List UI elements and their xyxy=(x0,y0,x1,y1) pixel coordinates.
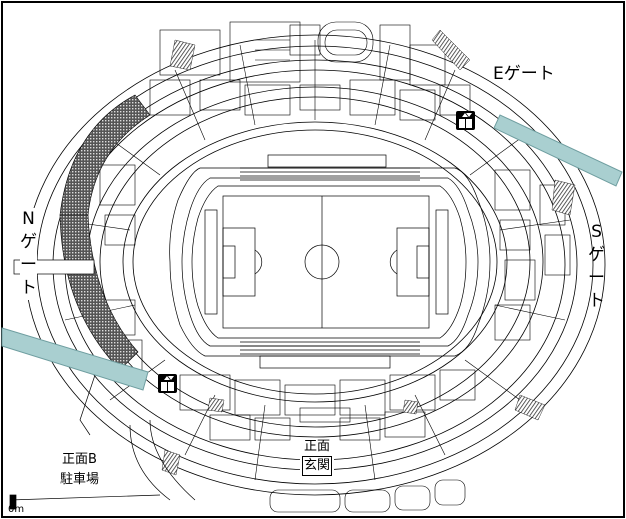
e-gate-label: Eゲート xyxy=(493,64,555,84)
parking-label-line: 駐車場 xyxy=(60,472,100,487)
parking-label-line: 正面B xyxy=(62,452,97,467)
n-gate-label-char: ト xyxy=(20,278,37,298)
s-gate-label-char: ゲ xyxy=(588,245,605,265)
main-entrance-label-line: 玄関 xyxy=(302,456,333,476)
n-gate-arrow xyxy=(1,327,149,391)
west-stand-seating xyxy=(59,94,151,216)
n-gate-label: N ゲ ー ト xyxy=(20,208,37,300)
scale-label: 0m xyxy=(8,504,25,515)
s-gate-label: S ゲ ー ト xyxy=(588,221,605,313)
s-gate-label-char: ー xyxy=(588,268,605,288)
s-gate-label-char: ト xyxy=(588,291,605,311)
elevator-icon xyxy=(456,111,475,130)
parking-road xyxy=(9,374,196,510)
main-entrance-label: 正面 玄関 xyxy=(300,438,335,476)
s-gate-label-char: S xyxy=(591,222,602,242)
north-buildings xyxy=(149,21,471,121)
elevator-icon xyxy=(158,374,177,393)
parking-label: 正面B 駐車場 xyxy=(60,450,99,490)
n-gate-label-char: ゲ xyxy=(20,232,37,252)
track-and-field xyxy=(169,154,491,369)
south-buildings xyxy=(179,369,476,513)
main-entrance-label-line: 正面 xyxy=(304,439,331,454)
soccer-field xyxy=(204,195,449,329)
n-gate-label-char: N xyxy=(22,209,35,229)
e-gate-arrow xyxy=(493,114,623,187)
n-gate-label-char: ー xyxy=(20,255,37,275)
